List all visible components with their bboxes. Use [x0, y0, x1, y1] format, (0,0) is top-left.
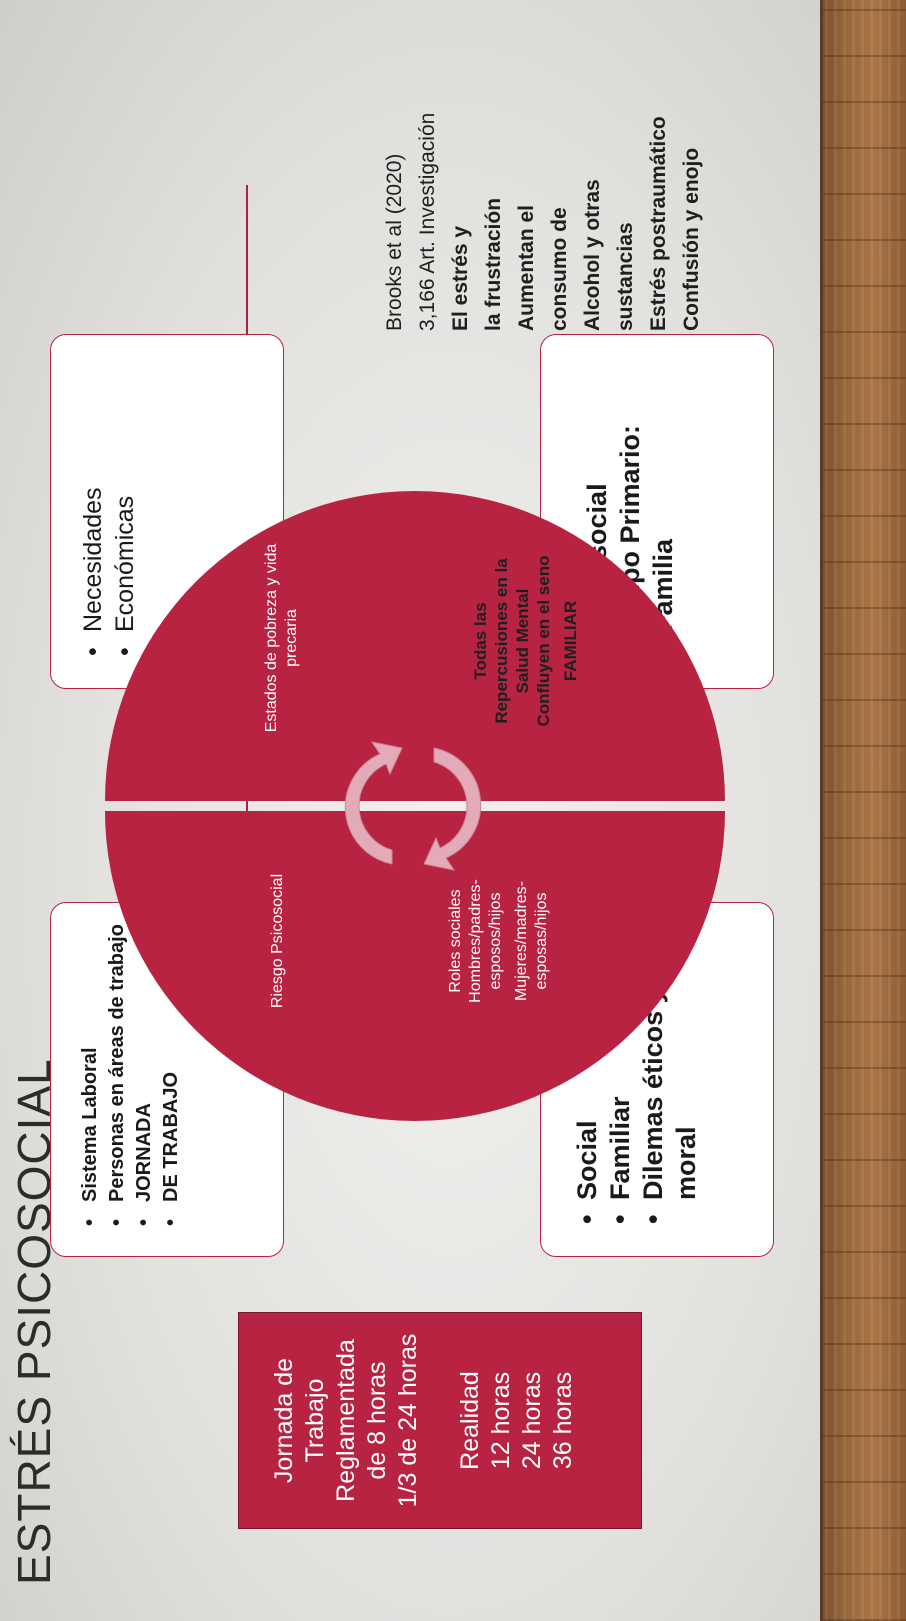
quadrant-circle	[105, 491, 725, 1121]
workday-line: Reglamentada	[332, 1339, 360, 1502]
workday-line: 1/3 de 24 horas	[394, 1333, 422, 1508]
reference-line: Aumentan el	[515, 204, 538, 331]
cycle-arrow-icon	[344, 741, 403, 865]
reference-line: consumo de	[548, 207, 571, 331]
reference-line: Estrés postraumático	[647, 116, 670, 331]
reference-line: El estrés y	[449, 225, 472, 331]
reality-line: 24 horas	[518, 1371, 546, 1470]
roles-line: Roles sociales	[447, 889, 464, 993]
roles-line: Hombres/padres-esposos/hijos	[467, 879, 504, 1003]
reference-block: Brooks et al (2020) 3,166 Art. Investiga…	[378, 1, 708, 331]
workday-box: Jornada de Trabajo Reglamentada de 8 hor…	[238, 1312, 642, 1529]
mental-line: Confluyen en el seno	[534, 555, 553, 727]
workday-line: de 8 horas	[363, 1361, 391, 1480]
reference-line: Alcohol y otras	[581, 179, 604, 331]
quadrant-roles	[415, 811, 725, 1121]
reference-line: la frustración	[482, 197, 505, 331]
reference-line: sustancias	[614, 222, 637, 331]
reference-line: Confusión y enojo	[680, 147, 703, 331]
mental-line: FAMILIAR	[561, 600, 580, 682]
quadrant-mental-health	[415, 491, 725, 801]
quadrant-roles-text: Roles sociales Hombres/padres-esposos/hi…	[446, 836, 552, 1046]
reality-line: 36 horas	[549, 1371, 577, 1470]
cycle-arrow-icon	[423, 747, 482, 871]
reference-author: Brooks et al (2020)	[383, 153, 406, 331]
wood-border	[820, 0, 906, 1621]
quadrant-poverty	[105, 491, 415, 801]
reality-line: 12 horas	[487, 1371, 515, 1470]
quadrant-mental-health-text: Todas las Repercusiones en la Salud Ment…	[470, 541, 581, 741]
workday-line: Trabajo	[301, 1378, 329, 1463]
reference-count: 3,166 Art. Investigación	[416, 112, 439, 331]
workday-line: Jornada de	[270, 1357, 298, 1484]
quadrant-risk-label: Riesgo Psicosocial	[269, 873, 286, 1009]
quadrant-poverty-label: Estados de pobreza y vida precaria	[263, 543, 300, 733]
mental-line: Todas las Repercusiones en la Salud Ment…	[471, 558, 532, 724]
reality-line: Realidad	[456, 1371, 484, 1470]
roles-line: Mujeres/madres-esposas/hijos	[513, 880, 550, 1002]
quadrant-risk	[105, 811, 415, 1121]
